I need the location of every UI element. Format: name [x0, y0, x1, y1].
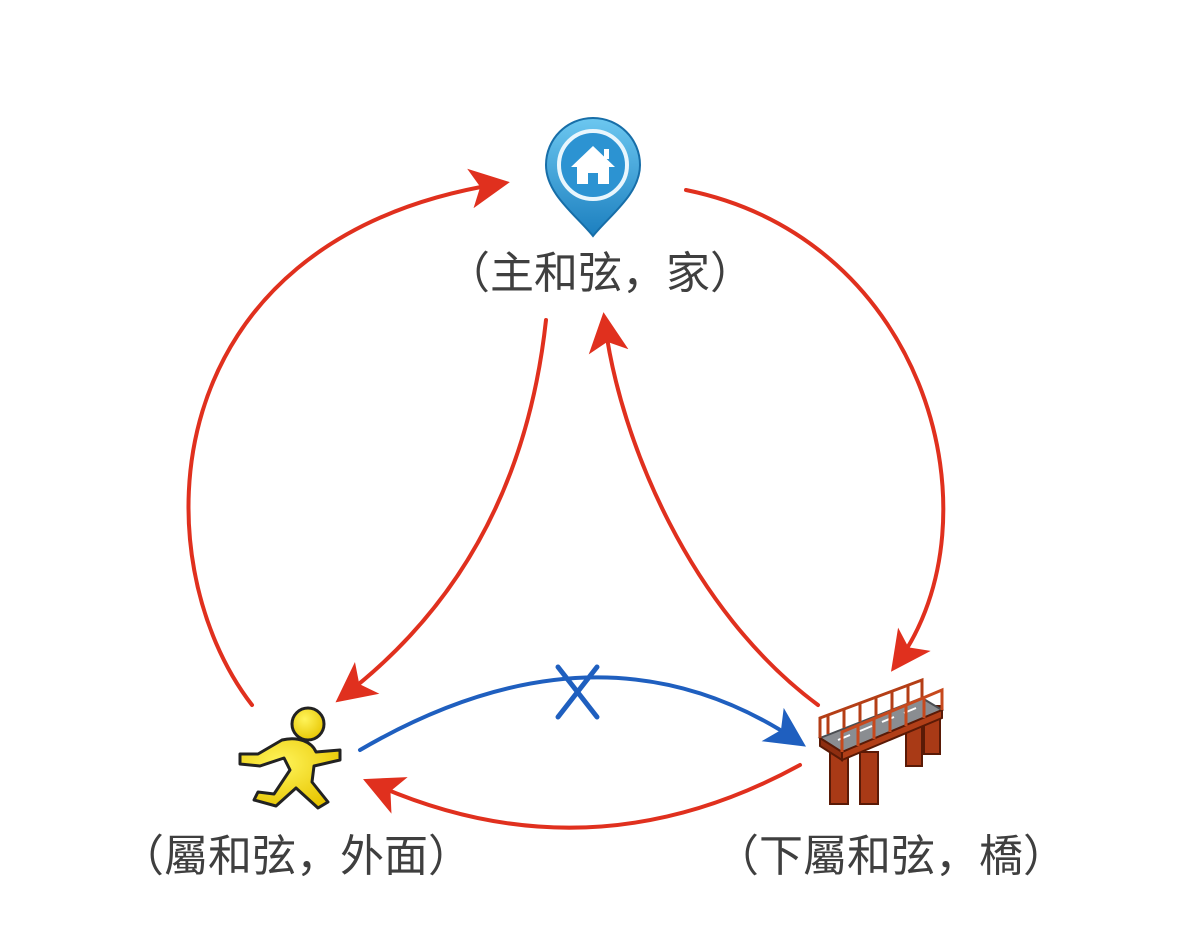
edge-home-to-bridge	[684, 188, 946, 672]
running-man-icon	[238, 706, 342, 810]
bridge-icon	[817, 677, 945, 805]
bridge-node-label: （下屬和弦，橋）	[715, 831, 1067, 882]
outside-node-label: （屬和弦，外面）	[120, 831, 472, 882]
edge-bridge-to-home	[588, 312, 820, 707]
blocked-x-mark	[555, 664, 600, 720]
edge-outside-to-home	[186, 168, 510, 707]
edge-home-to-outside	[335, 318, 548, 703]
home-pin-icon	[544, 116, 642, 238]
home-node-label: （主和弦，家）	[446, 248, 754, 299]
edge-bridge-to-outside	[363, 763, 802, 830]
